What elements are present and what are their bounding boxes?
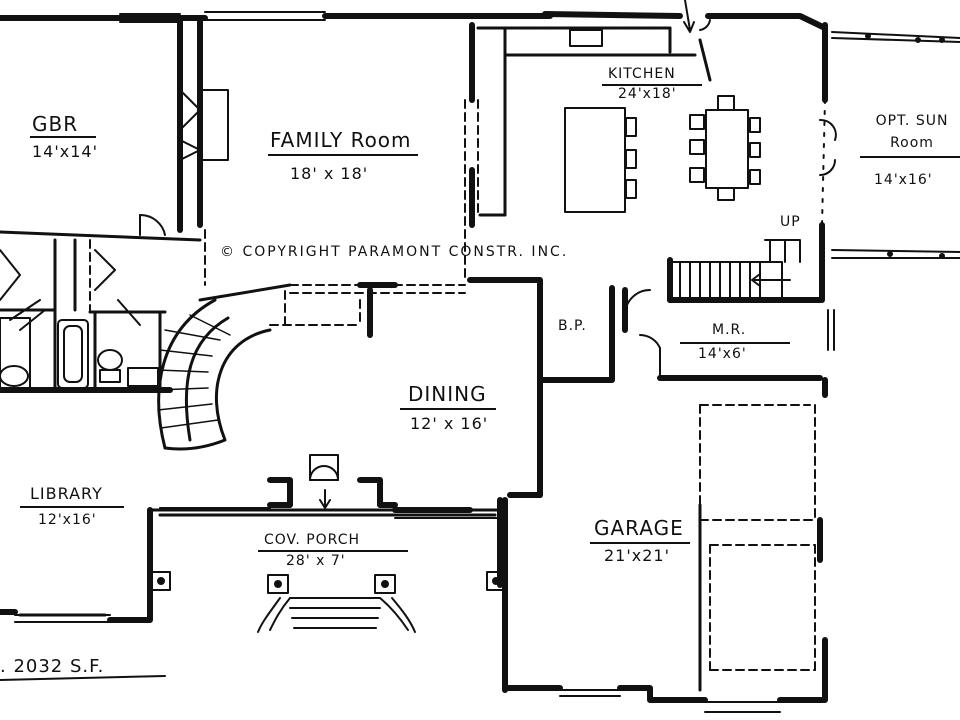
mr-underline	[680, 342, 790, 344]
kitchen-dims: 24'x18'	[618, 86, 677, 102]
library-label: LIBRARY	[30, 484, 103, 503]
gbr-underline	[30, 136, 96, 138]
curved-stair	[157, 298, 272, 451]
library-dims: 12'x16'	[38, 512, 97, 528]
copyright-notice: © COPYRIGHT PARAMONT CONSTR. INC.	[220, 244, 569, 260]
kitchen-furniture	[564, 29, 761, 213]
porch-underline	[258, 550, 408, 552]
porch-label: COV. PORCH	[264, 532, 361, 548]
library-underline	[20, 506, 124, 508]
sunroom-label: OPT. SUN Room	[875, 113, 949, 151]
dining-underline	[400, 408, 496, 410]
porch-dims: 28' x 7'	[286, 553, 346, 569]
dining-dims: 12' x 16'	[410, 414, 489, 433]
sunroom-dims: 14'x16'	[874, 172, 933, 188]
total-area-label: . 2032 S.F.	[0, 656, 105, 677]
kitchen-underline	[602, 84, 702, 86]
dashed-lines	[89, 27, 816, 671]
family-room-underline	[268, 154, 418, 156]
garage-label: GARAGE	[594, 516, 684, 540]
gbr-dims: 14'x14'	[32, 142, 98, 161]
family-room-label: FAMILY Room	[270, 128, 412, 152]
curved-stair-treads	[156, 314, 231, 429]
area-underline	[0, 675, 166, 681]
bath-fixtures	[0, 249, 159, 391]
garage-underline	[590, 542, 690, 544]
gbr-label: GBR	[32, 112, 79, 136]
door-swings	[139, 0, 837, 509]
mr-label: M.R.	[712, 322, 747, 338]
bp-label: B.P.	[558, 318, 587, 334]
fireplace	[179, 89, 229, 161]
mr-dims: 14'x6'	[698, 346, 747, 362]
sunroom-underline	[860, 156, 960, 158]
sunroom-outline	[821, 31, 960, 259]
dining-label: DINING	[408, 382, 487, 406]
stair-up-label: UP	[780, 214, 801, 230]
garage-dims: 21'x21'	[604, 546, 670, 565]
windows	[14, 11, 835, 713]
kitchen-label: KITCHEN	[608, 66, 676, 82]
porch-details	[151, 571, 506, 633]
family-room-dims: 18' x 18'	[290, 164, 369, 183]
kitchen-stair	[671, 239, 801, 301]
